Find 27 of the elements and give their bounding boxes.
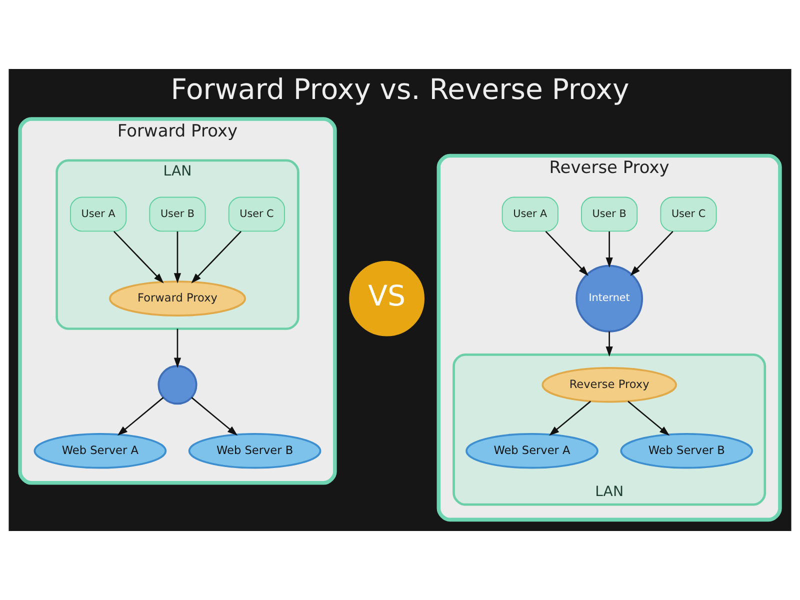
node-box: User A [70, 196, 127, 232]
arrow [117, 397, 164, 436]
arrow [191, 230, 242, 284]
arrow [606, 331, 613, 357]
node-box: User B [149, 196, 206, 232]
node-ellipse: Reverse Proxy [542, 366, 677, 403]
node-ellipse: Forward Proxy [108, 280, 246, 316]
node-box: User C [228, 196, 285, 232]
node-box: User B [581, 196, 638, 232]
node-ellipse: Web Server B [620, 432, 754, 469]
node-box: User A [502, 196, 558, 232]
arrow [174, 231, 182, 284]
arrow [630, 230, 674, 276]
node-circle: VS [349, 260, 425, 336]
arrow [628, 400, 670, 436]
arrow [191, 397, 238, 436]
arrow [113, 230, 164, 284]
arrow [549, 400, 592, 436]
node-ellipse: Web Server B [188, 432, 322, 469]
diagram-title: Forward Proxy vs. Reverse Proxy [170, 73, 630, 106]
node-ellipse: Web Server A [34, 432, 167, 469]
node-globe [158, 365, 198, 405]
arrow [606, 231, 613, 268]
arrow [545, 230, 588, 276]
node-ellipse: Web Server A [466, 432, 598, 469]
node-box: User C [660, 196, 717, 232]
arrow [174, 328, 182, 368]
